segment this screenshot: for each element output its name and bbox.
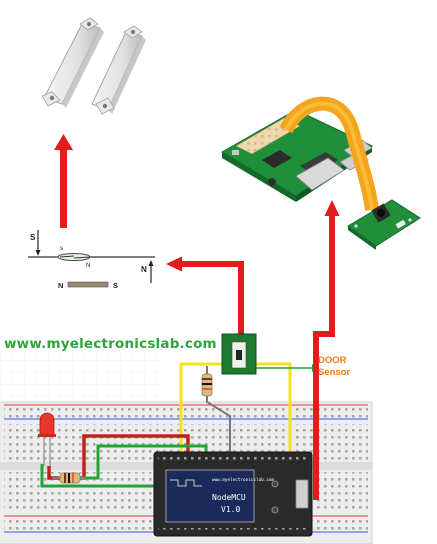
label-n-inner: N <box>86 263 90 269</box>
nodemcu-board: www.myelectronicslab.com NodeMCU V1.0 <box>154 452 312 536</box>
power-port <box>232 150 239 155</box>
label-s-top: S <box>30 233 36 242</box>
bar-magnet <box>68 282 108 287</box>
label-magnet-n: N <box>58 281 63 290</box>
nodemcu-name: NodeMCU <box>212 493 246 502</box>
website-label: www.myelectronicslab.com <box>4 336 217 352</box>
nodemcu-version: V1.0 <box>221 505 240 514</box>
reset-button-icon <box>272 481 278 487</box>
pullup-resistor <box>202 366 212 400</box>
magnetic-door-sensor-photo <box>42 18 146 114</box>
door-sensor-label-line2: Sensor <box>318 367 350 379</box>
label-magnet-s: S <box>113 281 118 290</box>
nodemcu-url: www.myelectronicslab.com <box>212 477 274 483</box>
audio-jack <box>268 178 276 186</box>
reed-switch-module <box>222 334 256 374</box>
pi-camera-module <box>348 200 420 250</box>
reed-switch-schematic: S s N N N S <box>28 230 155 290</box>
label-n-right: N <box>141 265 147 274</box>
flash-button-icon <box>272 507 278 513</box>
arrow-reed-to-sensor <box>54 134 73 228</box>
arrow-switch-to-reed <box>166 257 241 337</box>
sensor-switch-body <box>42 18 104 108</box>
door-sensor-label: DOOR Sensor <box>318 355 350 379</box>
camera-lens-icon <box>377 209 385 217</box>
door-sensor-label-line1: DOOR <box>318 355 350 367</box>
micro-usb-port <box>296 480 308 508</box>
label-s-inner: s <box>60 245 64 252</box>
